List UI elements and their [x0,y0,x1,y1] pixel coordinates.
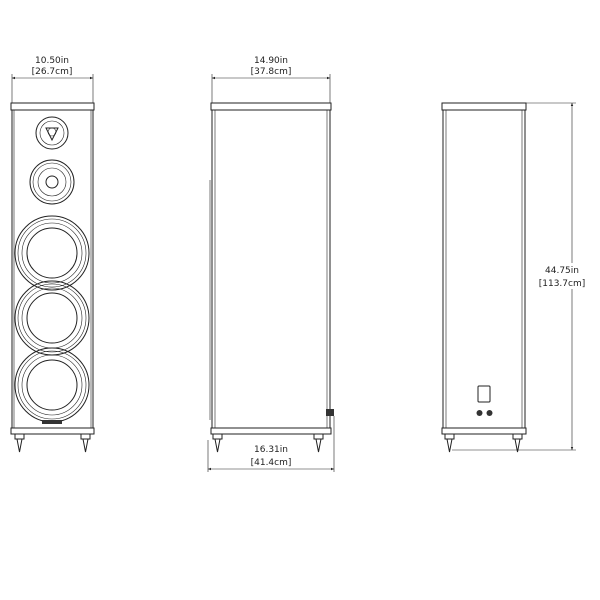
back-feet [444,433,523,453]
front-cabinet [11,109,94,429]
woofer-1 [14,215,90,291]
side-cabinet [211,109,331,429]
base-depth-in: 16.31in [254,445,288,455]
side-view: 14.90in [37.8cm] 16.31in [41.4cm] [207,56,335,472]
height-in: 44.75in [545,266,579,276]
plinth [10,427,95,435]
side-depth-cm: [37.8cm] [251,67,292,77]
binding-post-connector [326,409,334,416]
back-view: 44.75in [113.7cm] [441,102,586,453]
top-cap [10,102,95,111]
base-depth-cm: [41.4cm] [251,458,292,468]
logo-badge [42,420,62,424]
side-feet [212,433,324,453]
side-depth-in: 14.90in [254,56,288,66]
height-cm: [113.7cm] [539,279,586,289]
back-cabinet [442,109,526,429]
front-feet [14,433,91,453]
binding-post-left [476,410,483,416]
woofer-3 [14,347,90,423]
midrange-driver [29,159,75,205]
front-width-in: 10.50in [35,56,69,66]
terminal-plate [477,385,491,403]
tweeter [35,116,69,150]
front-width-cm: [26.7cm] [32,67,73,77]
front-view: 10.50in [26.7cm] [10,56,95,453]
woofer-2 [14,280,90,356]
binding-post-right [486,410,493,416]
